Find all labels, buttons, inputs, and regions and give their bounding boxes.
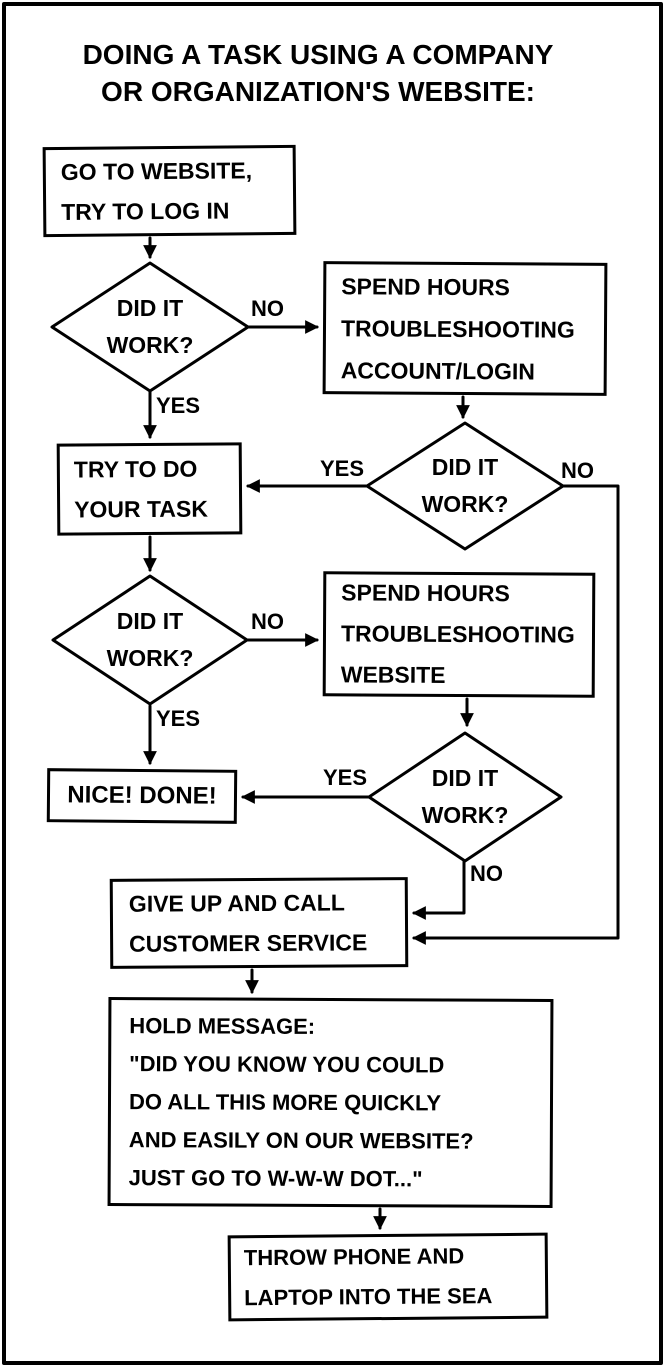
decision2-diamond-shape xyxy=(365,421,565,551)
edge-label-no-3: NO xyxy=(251,609,284,634)
edge-label-yes-1: YES xyxy=(156,393,201,418)
node-did-it-work-2-label: DID IT WORK? xyxy=(421,454,509,517)
node-hold-message: HOLD MESSAGE: "DID YOU KNOW YOU COULD DO… xyxy=(107,997,554,1208)
node-go-to-website: GO TO WEBSITE, TRY TO LOG IN xyxy=(42,144,297,238)
edge-decision2-no xyxy=(412,484,620,945)
decision4-diamond-shape xyxy=(367,731,563,863)
edge-label-no-2: NO xyxy=(561,458,594,483)
node-try-task: TRY TO DO YOUR TASK xyxy=(56,442,243,536)
edge-decision4-no xyxy=(412,859,466,920)
comic-title: DOING A TASK USING A COMPANY OR ORGANIZA… xyxy=(82,39,554,107)
node-troubleshoot-login: SPEND HOURS TROUBLESHOOTING ACCOUNT/LOGI… xyxy=(322,261,608,396)
node-throw-devices: THROW PHONE AND LAPTOP INTO THE SEA xyxy=(227,1232,549,1322)
node-give-up: GIVE UP AND CALL CUSTOMER SERVICE xyxy=(109,877,409,969)
decision1-diamond-shape xyxy=(50,261,250,393)
edge-label-yes-2: YES xyxy=(320,456,365,481)
node-troubleshoot-website: SPEND HOURS TROUBLESHOOTING WEBSITE xyxy=(322,571,596,698)
edge-label-no-1: NO xyxy=(251,296,284,321)
node-did-it-work-4-label: DID IT WORK? xyxy=(421,765,509,828)
node-did-it-work-1-label: DID IT WORK? xyxy=(106,295,194,358)
node-did-it-work-3-label: DID IT WORK? xyxy=(106,608,194,671)
edge-label-no-4: NO xyxy=(470,861,503,886)
node-done: NICE! DONE! xyxy=(46,768,238,824)
decision3-diamond-shape xyxy=(51,574,249,706)
edge-label-yes-4: YES xyxy=(323,765,368,790)
edge-label-yes-3: YES xyxy=(156,706,201,731)
